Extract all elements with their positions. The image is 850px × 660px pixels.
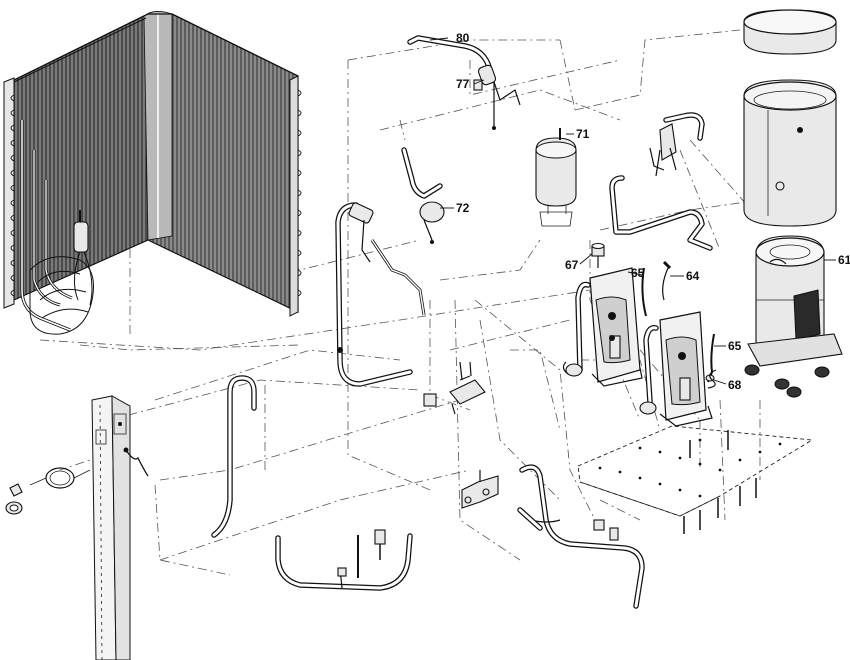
suction-header-pipe [609,175,713,251]
callout-80: 80 [456,31,470,45]
base-bolt-holes [598,438,782,498]
discharge-pipe-assembly [275,529,413,591]
valve-bracket-small [461,470,499,509]
filter-drier-72 [401,147,445,244]
four-way-valve-assembly [649,112,705,177]
coil-distributor-tubes [20,120,94,335]
lower-right-pipe [517,464,645,609]
valve-77 [473,64,497,91]
callout-64: 64 [686,269,700,283]
corner-post-panel [91,395,131,660]
compressor-mount-grommets [744,364,830,398]
bushing-grommet [5,483,23,515]
compressor-bracket-right [639,311,713,427]
compressor-61 [744,235,843,398]
callout-67: 67 [565,258,579,272]
compressor-sound-jacket [743,79,837,227]
thermistor-sensor-left [123,447,149,477]
liquid-line-assembly [335,202,426,387]
sensor-64 [662,260,672,301]
callout-61: 61 [838,253,850,267]
base-screws [683,430,757,534]
callout-68: 68 [728,378,742,392]
service-valve-assembly [423,361,486,415]
heater-68 [707,369,717,389]
leader-lines [429,37,836,385]
callout-72: 72 [456,201,470,215]
callout-labels: 80 77 71 72 67 64 65 65 61 68 [456,31,850,392]
accumulator-71 [535,128,577,227]
condenser-coil [3,11,302,335]
base-plate [577,425,814,534]
thermistor-65-left [641,267,647,317]
suction-tube-u [211,375,257,538]
pressure-switch-67 [591,243,605,268]
compressor-bracket-left [562,267,643,387]
wire-coil-loop [29,467,91,489]
compressor-sound-cover-lid [743,9,837,55]
callout-65-right: 65 [728,339,742,353]
callout-77: 77 [456,77,470,91]
callout-71: 71 [576,127,590,141]
callout-65-left: 65 [631,266,645,280]
coil-hairpins [10,89,302,297]
